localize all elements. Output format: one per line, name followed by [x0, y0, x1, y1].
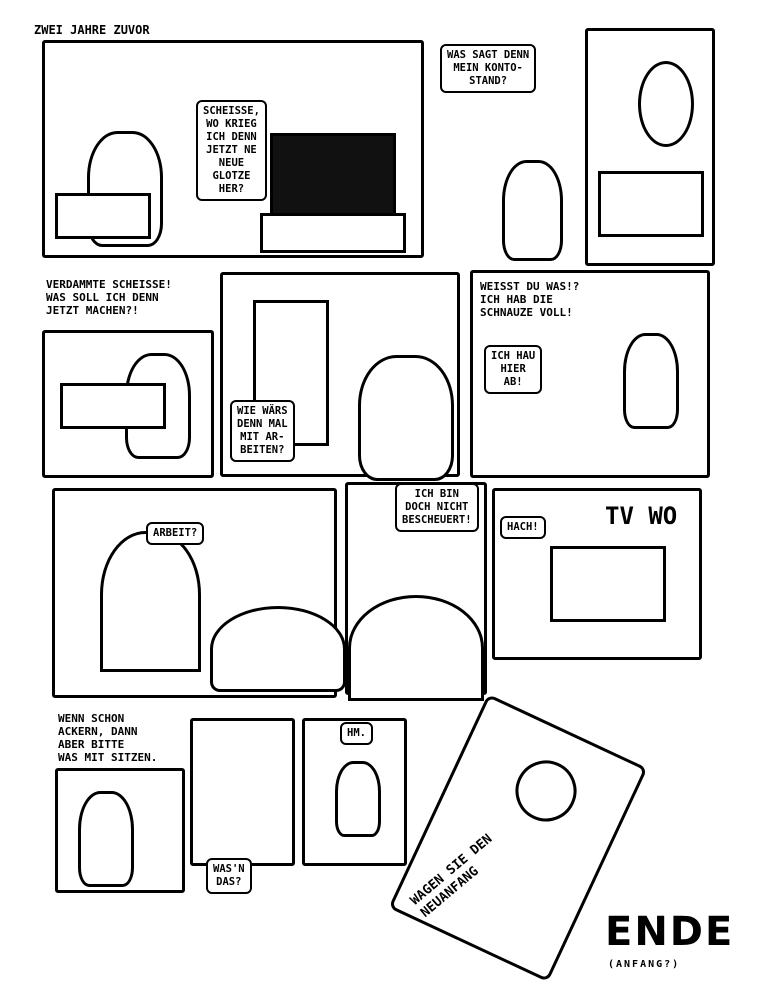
panel-tv-shop: TV WO	[492, 488, 702, 660]
speech-bubble: SCHEISSE, WO KRIEG ICH DENN JETZT NE NEU…	[196, 100, 267, 201]
robot-mouth	[60, 383, 166, 429]
robot-character	[335, 761, 381, 837]
shop-sign: TV WO	[605, 502, 678, 530]
anfang-subtitle: (ANFANG?)	[608, 958, 681, 971]
speech-bubble: ARBEIT?	[146, 522, 205, 545]
speech-bubble: WIE WÄRS DENN MAL MIT AR- BEITEN?	[230, 400, 295, 462]
panel-arbeit	[52, 488, 346, 698]
ende-title: ENDE	[605, 909, 735, 955]
robot-character	[502, 160, 563, 261]
robot-character	[78, 791, 134, 887]
speech-bubble: HM.	[340, 722, 373, 745]
robot-character	[623, 333, 679, 429]
caption-verdammte: VERDAMMTE SCHEISSE! WAS SOLL ICH DENN JE…	[46, 278, 172, 317]
speech-bubble: ICH HAU HIER AB!	[484, 345, 543, 394]
shop-window	[550, 546, 666, 622]
panel-closeup	[585, 28, 715, 266]
robot-mouth	[55, 193, 151, 239]
robot-character	[358, 355, 454, 481]
panel-angry-robot	[42, 330, 214, 478]
panel-burning-tv	[42, 40, 424, 258]
flyer-text: WAGEN SIE DEN NEUANFANG	[407, 831, 507, 922]
speech-bubble: WAS SAGT DENN MEIN KONTO- STAND?	[440, 44, 537, 93]
speech-bubble: HACH!	[500, 516, 546, 539]
speech-bubble: WAS'N DAS?	[206, 858, 252, 894]
panel-door-conversation	[220, 272, 460, 481]
caption-zwei-jahre-zuvor: ZWEI JAHRE ZUVOR	[34, 23, 150, 37]
robot-eye	[638, 61, 694, 147]
speech-bubble: ICH BIN DOCH NICHT BESCHEUERT!	[395, 483, 479, 532]
tv-stand	[260, 213, 406, 253]
arched-door	[100, 531, 201, 672]
panel-finds-flyer	[190, 718, 295, 866]
panel-sitting-thought	[55, 768, 185, 893]
caption-wenn-schon-ackern: WENN SCHON ACKERN, DANN ABER BITTE WAS M…	[58, 712, 158, 764]
robot-mouth	[598, 171, 704, 237]
caption-weisst-du-was: WEISST DU WAS!? ICH HAB DIE SCHNAUZE VOL…	[480, 280, 580, 319]
flyer-circle	[505, 750, 587, 832]
car	[210, 606, 346, 692]
car	[348, 595, 484, 701]
